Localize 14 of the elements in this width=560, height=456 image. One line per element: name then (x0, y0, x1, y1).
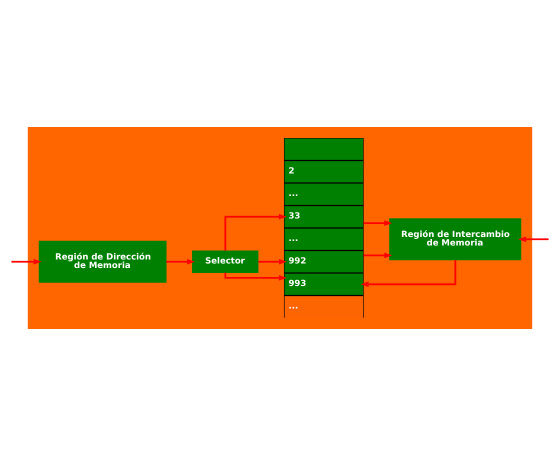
arrow (224, 272, 287, 281)
arrow (13, 259, 42, 265)
arrow (518, 236, 548, 242)
node-text: ... (288, 301, 298, 312)
arrow (360, 260, 456, 288)
arrow (166, 259, 195, 265)
node-box: Región de Intercambio de Memoria (389, 218, 522, 260)
arrow (258, 259, 287, 265)
arrow (363, 220, 392, 226)
arrow (363, 252, 392, 258)
cluster (28, 127, 532, 329)
arrow (224, 214, 287, 251)
node-box: Región de Dirección de Memoria (38, 240, 167, 283)
node-box: Selector (192, 250, 258, 274)
